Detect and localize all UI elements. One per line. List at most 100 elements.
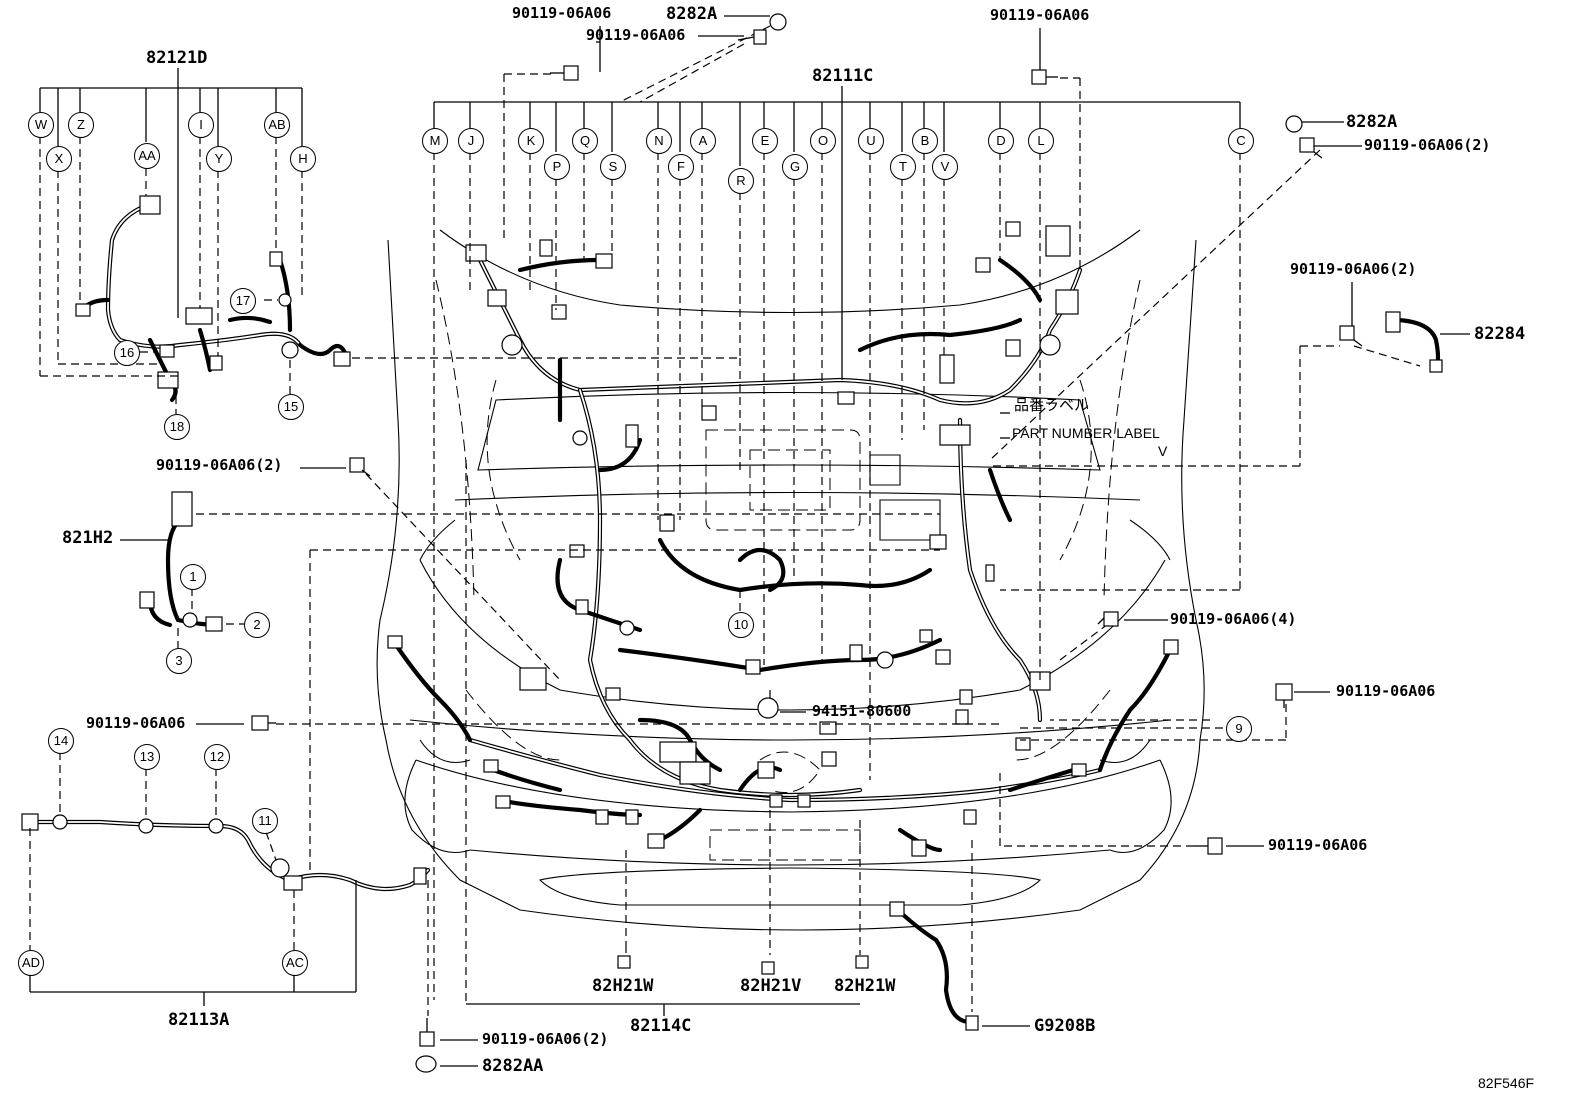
callout-D: D: [988, 128, 1014, 154]
callout-Y: Y: [206, 146, 232, 172]
part-82284: 82284: [1474, 324, 1526, 344]
callout-O: O: [810, 128, 836, 154]
bolt-label-right-mid: 90119-06A06: [1336, 682, 1436, 700]
part-82H21W-right: 82H21W: [834, 976, 896, 996]
harness-82284: [1385, 311, 1443, 373]
callout-16: 16: [114, 340, 140, 366]
harness-82121D: [75, 195, 351, 403]
callout-M: M: [422, 128, 448, 154]
callout-Q: Q: [572, 128, 598, 154]
part-82114C: 82114C: [630, 1016, 692, 1036]
part-number-label-jp: 品番ラベル: [1014, 396, 1090, 414]
bolt-label-lower-left: 90119-06A06: [86, 714, 186, 732]
callout-I: I: [188, 112, 214, 138]
part-82111C: 82111C: [812, 66, 874, 86]
harness-82113A: [21, 813, 431, 892]
callout-U: U: [858, 128, 884, 154]
harness-821H2: [139, 491, 223, 632]
bolt-label-right-1: 90119-06A06(2): [1364, 136, 1491, 154]
callout-18: 18: [164, 414, 190, 440]
part-82H21V: 82H21V: [740, 976, 802, 996]
callout-W: W: [28, 112, 54, 138]
clip-icon: [855, 955, 869, 969]
callout-11: 11: [252, 808, 278, 834]
callout-N: N: [646, 128, 672, 154]
bolt-icon: [349, 457, 371, 477]
bolt-icon: [1194, 837, 1223, 855]
callout-17: 17: [230, 288, 256, 314]
callout-X: X: [46, 146, 72, 172]
part-number-label-en: PART NUMBER LABEL: [1012, 425, 1160, 441]
callout-AA: AA: [134, 143, 160, 169]
callout-3: 3: [166, 648, 192, 674]
bolt-icon: [1299, 137, 1323, 159]
clip-icon: [761, 961, 775, 975]
callout-B: B: [912, 128, 938, 154]
callout-AD: AD: [18, 950, 44, 976]
callout-S: S: [600, 154, 626, 180]
vehicle-body-outline: [376, 229, 1205, 931]
diagram-code: 82F546F: [1478, 1075, 1535, 1091]
clip-icon: [415, 1055, 437, 1073]
clip-icon: [1285, 115, 1303, 133]
callout-10: 10: [728, 612, 754, 638]
part-G9208B: G9208B: [1034, 1016, 1096, 1036]
part-82113A: 82113A: [168, 1010, 230, 1030]
callout-14: 14: [48, 728, 74, 754]
bolt-icon: [1339, 325, 1363, 347]
part-94151-80600: 94151-80600: [812, 702, 912, 720]
part-82H21W-left: 82H21W: [592, 976, 654, 996]
bolt-icons: [251, 13, 1363, 1073]
callout-J: J: [458, 128, 484, 154]
callout-T: T: [890, 154, 916, 180]
bolt-label-top-2: 90119-06A06: [586, 26, 686, 44]
part-8282A-top: 8282A: [666, 4, 718, 24]
bolt-label-top-3: 90119-06A06: [990, 6, 1090, 24]
callout-L: L: [1028, 128, 1054, 154]
part-number-label-v: V: [1158, 443, 1168, 459]
bolt-icon: [1097, 611, 1119, 627]
bolt-label-left: 90119-06A06(2): [156, 456, 283, 474]
harness-82111C: [465, 221, 1083, 798]
callout-AB: AB: [264, 112, 290, 138]
callout-F: F: [668, 154, 694, 180]
bolt-label-mid-4: 90119-06A06(4): [1170, 610, 1297, 628]
bolt-label-right-2: 90119-06A06(2): [1290, 260, 1417, 278]
bolt-icon: [419, 1018, 435, 1047]
clip-icon: [757, 697, 779, 719]
callout-2: 2: [244, 612, 270, 638]
clip-icon: [617, 955, 631, 969]
callout-G: G: [782, 154, 808, 180]
callout-V: V: [932, 154, 958, 180]
callout-Z: Z: [68, 112, 94, 138]
bolt-icon: [251, 715, 276, 731]
bolt-label-bottom: 90119-06A06(2): [482, 1030, 609, 1048]
bolt-icon: [737, 29, 767, 45]
callout-1: 1: [180, 564, 206, 590]
bolt-icon: [1275, 683, 1293, 708]
part-821H2: 821H2: [62, 528, 114, 548]
callout-13: 13: [134, 744, 160, 770]
callout-12: 12: [204, 744, 230, 770]
callout-K: K: [518, 128, 544, 154]
callout-R: R: [728, 168, 754, 194]
part-82121D: 82121D: [146, 48, 208, 68]
callout-E: E: [752, 128, 778, 154]
harness-G9208B: [889, 901, 979, 1031]
callout-C: C: [1228, 128, 1254, 154]
callout-9: 9: [1226, 716, 1252, 742]
callout-15: 15: [278, 394, 304, 420]
harness-82114C: [387, 635, 1179, 857]
callout-P: P: [544, 154, 570, 180]
bolt-icon: [1031, 69, 1058, 85]
part-8282A-right: 8282A: [1346, 112, 1398, 132]
bolt-label-top-1: 90119-06A06: [512, 4, 612, 22]
clip-icon: [769, 13, 787, 31]
part-8282AA: 8282AA: [482, 1056, 544, 1076]
bolt-icon: [550, 65, 579, 81]
callout-A: A: [690, 128, 716, 154]
bolt-label-right-low: 90119-06A06: [1268, 836, 1368, 854]
callout-AC: AC: [282, 950, 308, 976]
callout-H: H: [290, 146, 316, 172]
